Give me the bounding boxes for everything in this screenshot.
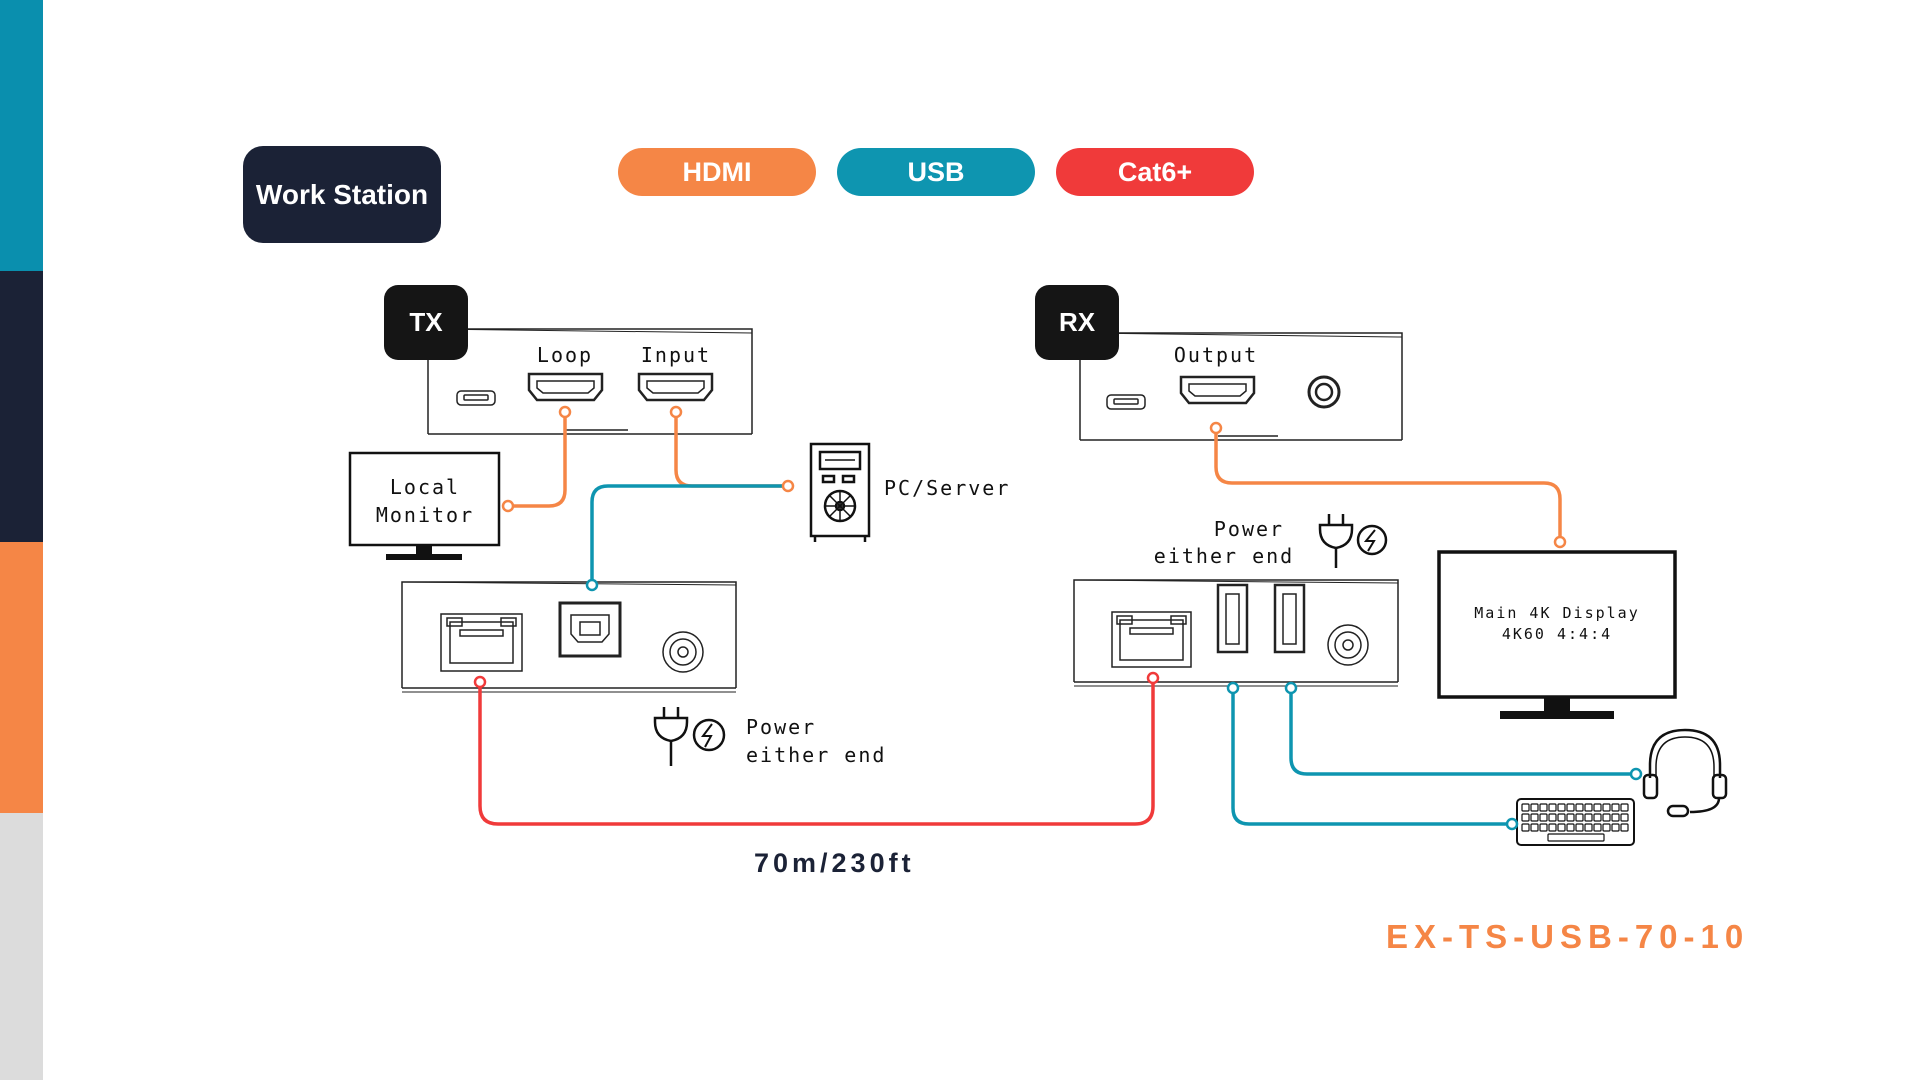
keyboard-key xyxy=(1548,823,1557,832)
tx-input-label: Input xyxy=(641,343,711,367)
tx-top-unit xyxy=(427,328,753,435)
keyboard-key xyxy=(1620,823,1629,832)
keyboard-key xyxy=(1593,813,1602,822)
tx-rj45-port xyxy=(440,613,523,672)
rx-power-label-line2: either end xyxy=(1154,544,1294,568)
tx-micro-usb-port xyxy=(456,390,496,406)
keyboard-key xyxy=(1557,823,1566,832)
tx-power-plug-icon xyxy=(653,707,726,766)
keyboard-key xyxy=(1548,803,1557,812)
cable-distance-label: 70m/230ft xyxy=(754,848,915,878)
keyboard-key xyxy=(1611,823,1620,832)
tx-hdmi-input-port xyxy=(637,372,714,402)
main-display-label-line2: 4K60 4:4:4 xyxy=(1502,625,1612,643)
keyboard-key xyxy=(1602,813,1611,822)
local-monitor xyxy=(348,451,501,560)
tx-power-label-line1: Power xyxy=(746,715,816,739)
rx-top-unit xyxy=(1079,332,1403,441)
usb-cables xyxy=(590,484,1634,826)
legend-cat6: Cat6+ xyxy=(1056,148,1254,196)
sidebar-segment-navy xyxy=(0,271,43,542)
keyboard-key xyxy=(1575,813,1584,822)
keyboard-key xyxy=(1620,813,1629,822)
keyboard-key xyxy=(1521,803,1530,812)
keyboard-key xyxy=(1530,803,1539,812)
main-4k-display xyxy=(1437,550,1677,719)
keyboard-key xyxy=(1539,803,1548,812)
pc-server-label: PC/Server xyxy=(884,476,1010,500)
pc-server-icon xyxy=(809,442,871,542)
tx-loop-label: Loop xyxy=(537,343,593,367)
keyboard-key xyxy=(1620,803,1629,812)
keyboard-key xyxy=(1566,823,1575,832)
tx-badge: TX xyxy=(384,285,468,360)
keyboard-key xyxy=(1602,823,1611,832)
rx-output-label: Output xyxy=(1174,343,1258,367)
rx-micro-usb-port xyxy=(1106,394,1146,410)
keyboard-key xyxy=(1575,823,1584,832)
tx-power-label-line2: either end xyxy=(746,743,886,767)
rx-rj45-port xyxy=(1111,611,1192,668)
sidebar-segment-orange xyxy=(0,542,43,813)
local-monitor-label-line1: Local xyxy=(390,475,460,499)
tx-bottom-unit xyxy=(401,581,737,693)
rx-bottom-unit xyxy=(1073,579,1399,687)
rx-power-plug-icon xyxy=(1318,514,1388,568)
keyboard-key xyxy=(1557,803,1566,812)
keyboard-key xyxy=(1530,813,1539,822)
keyboard-key xyxy=(1530,823,1539,832)
keyboard-key xyxy=(1593,823,1602,832)
hdmi-cable-input-to-pc-server xyxy=(674,410,786,488)
legend-hdmi: HDMI xyxy=(618,148,816,196)
tx-usb-b-port xyxy=(558,601,622,658)
rx-power-label-line1: Power xyxy=(1214,517,1284,541)
usb-cable-rx-to-headset xyxy=(1289,688,1634,776)
rx-hdmi-output-port xyxy=(1179,375,1256,405)
hdmi-cable-loop-to-local-monitor xyxy=(508,410,567,508)
tx-hdmi-loop-port xyxy=(527,372,604,402)
keyboard-key xyxy=(1521,823,1530,832)
local-monitor-label-line2: Monitor xyxy=(376,503,474,527)
rx-dc-power-jack xyxy=(1327,624,1369,666)
legend-usb: USB xyxy=(837,148,1035,196)
keyboard-key xyxy=(1566,803,1575,812)
keyboard-key xyxy=(1584,813,1593,822)
keyboard-key xyxy=(1611,803,1620,812)
keyboard-key xyxy=(1584,823,1593,832)
keyboard-key xyxy=(1611,813,1620,822)
rx-audio-jack xyxy=(1307,375,1341,409)
sidebar-stripe xyxy=(0,0,43,1080)
headset-icon xyxy=(1642,728,1728,818)
cable-endpoints xyxy=(473,405,1643,831)
keyboard-key xyxy=(1548,813,1557,822)
keyboard-key xyxy=(1575,803,1584,812)
model-number: EX-TS-USB-70-10 xyxy=(1386,918,1750,955)
usb-cable-tx-to-pc-server xyxy=(590,484,786,585)
sidebar-segment-teal xyxy=(0,0,43,271)
keyboard-key xyxy=(1593,803,1602,812)
main-display-label-line1: Main 4K Display xyxy=(1474,604,1639,622)
usb-cable-rx-to-keyboard xyxy=(1231,688,1510,826)
rx-usb-a-port-1 xyxy=(1216,583,1249,654)
workstation-badge: Work Station xyxy=(243,146,441,243)
keyboard-icon xyxy=(1516,798,1635,846)
keyboard-spacebar xyxy=(1547,833,1605,842)
keyboard-key xyxy=(1584,803,1593,812)
rx-badge: RX xyxy=(1035,285,1119,360)
cat6-cable-tx-to-rx xyxy=(478,678,1155,826)
keyboard-key xyxy=(1557,813,1566,822)
keyboard-key xyxy=(1566,813,1575,822)
keyboard-key xyxy=(1521,813,1530,822)
keyboard-key xyxy=(1539,813,1548,822)
sidebar-segment-gray xyxy=(0,813,43,1080)
tx-dc-power-jack xyxy=(662,631,704,673)
keyboard-key xyxy=(1602,803,1611,812)
keyboard-key xyxy=(1539,823,1548,832)
rx-usb-a-port-2 xyxy=(1273,583,1306,654)
hdmi-cable-output-to-main-display xyxy=(1214,428,1562,540)
